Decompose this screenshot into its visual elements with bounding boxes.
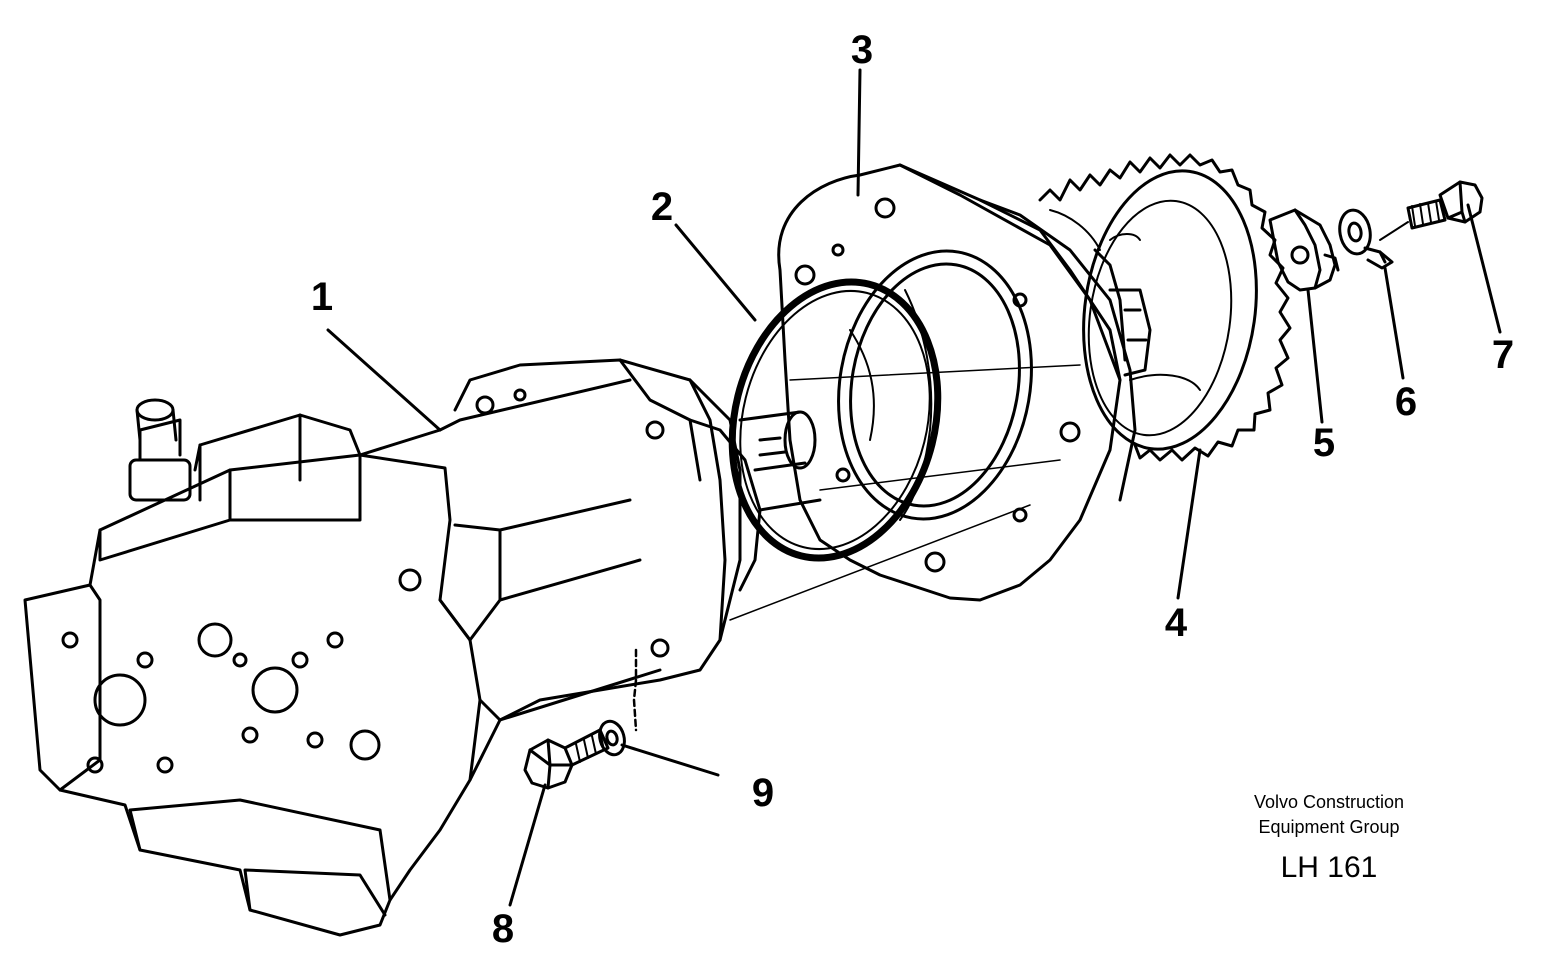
part-9-washer [598,719,626,757]
part-5-lock-plate [1268,208,1340,292]
callout-8: 8 [491,907,515,951]
callout-3: 3 [850,28,874,72]
credit-line-1: Volvo Construction [1253,792,1405,812]
leader-8 [508,783,547,907]
leader-4 [1176,448,1202,600]
leader-7 [1466,203,1502,334]
leader-6 [1383,266,1405,380]
leader-2 [674,223,757,322]
publisher-credit: Volvo Construction Equipment Group LH 16… [1199,790,1459,886]
callout-4: 4 [1164,601,1188,645]
part-1-hydraulic-motor [23,358,1061,937]
callout-5: 5 [1312,421,1336,465]
leader-1 [326,328,442,432]
callout-6: 6 [1394,380,1418,424]
leader-9 [620,743,720,777]
part-4-drive-gear [1038,153,1292,462]
drawing-code: LH 161 [1280,851,1378,884]
part-8-bolt [523,728,610,790]
part-2-o-ring [728,278,942,562]
leader-3 [856,68,862,197]
callout-2: 2 [650,185,674,229]
part-6-washer [1338,208,1394,270]
part-7-bolt [1379,180,1484,241]
part-3-adapter-flange [777,163,1137,602]
callout-9: 9 [751,771,775,815]
leader-5 [1306,288,1324,424]
credit-line-2: Equipment Group [1258,817,1400,837]
callout-1: 1 [310,275,334,319]
callout-7: 7 [1491,333,1515,377]
leader-lines [326,68,1502,907]
